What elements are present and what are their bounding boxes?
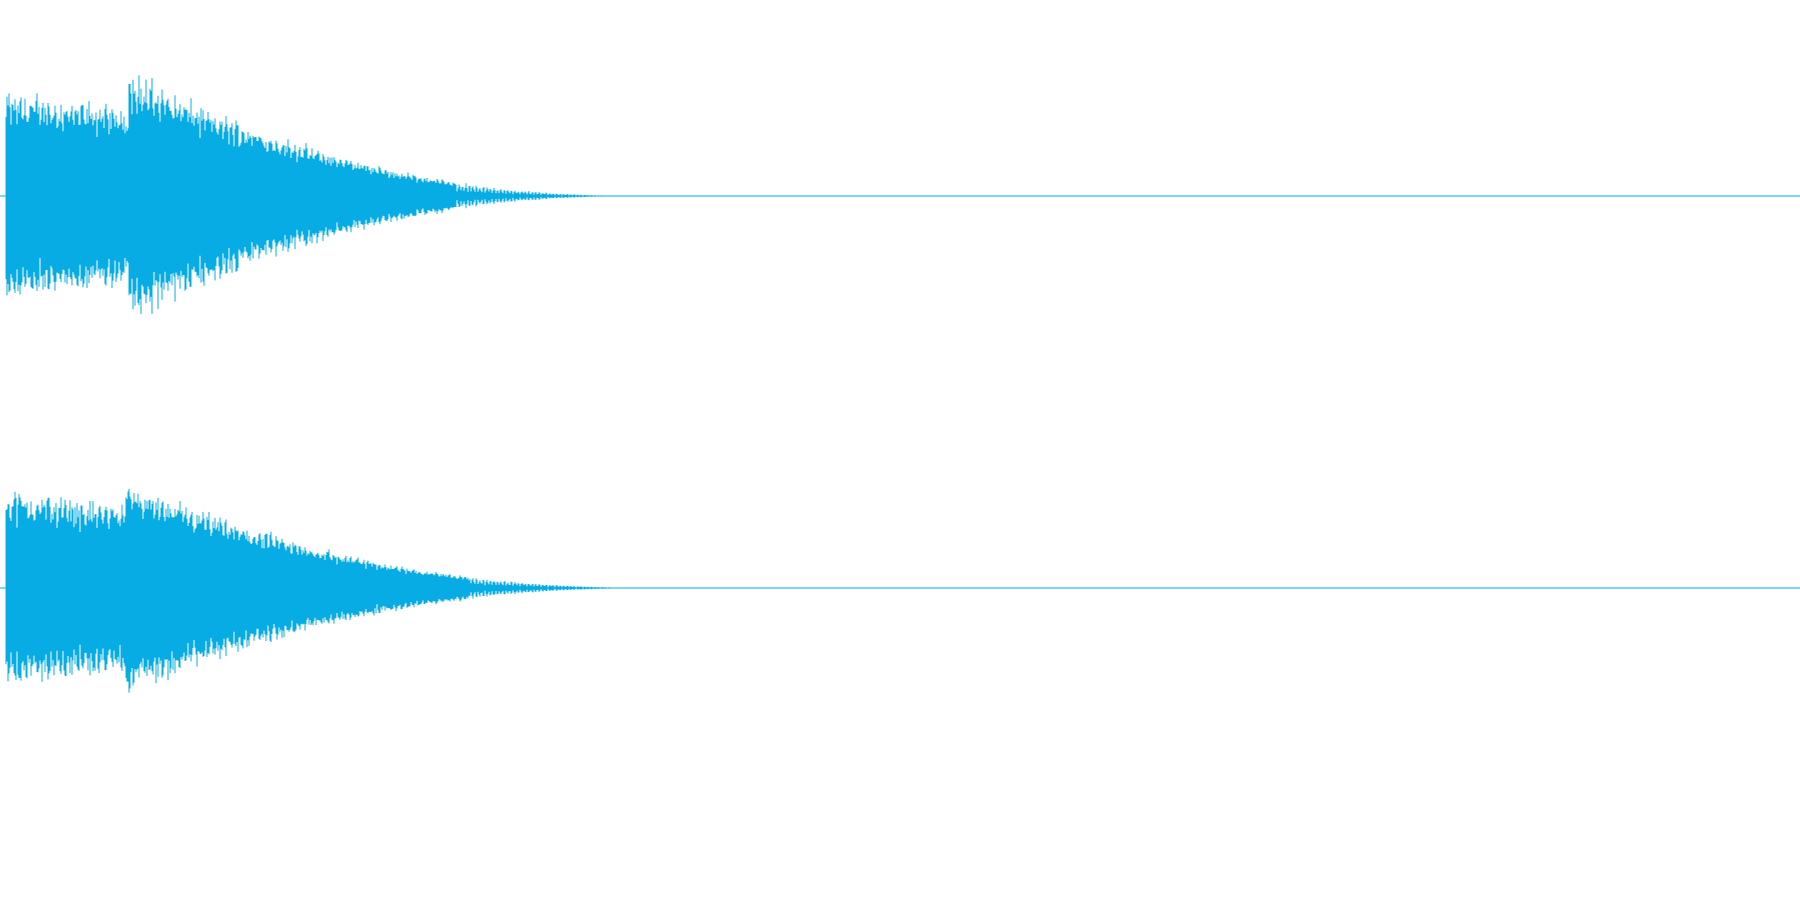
channel-left-waveform bbox=[0, 75, 1800, 315]
channel-right-waveform bbox=[0, 488, 1800, 693]
waveform-body bbox=[6, 529, 185, 647]
waveform-body bbox=[6, 134, 189, 258]
